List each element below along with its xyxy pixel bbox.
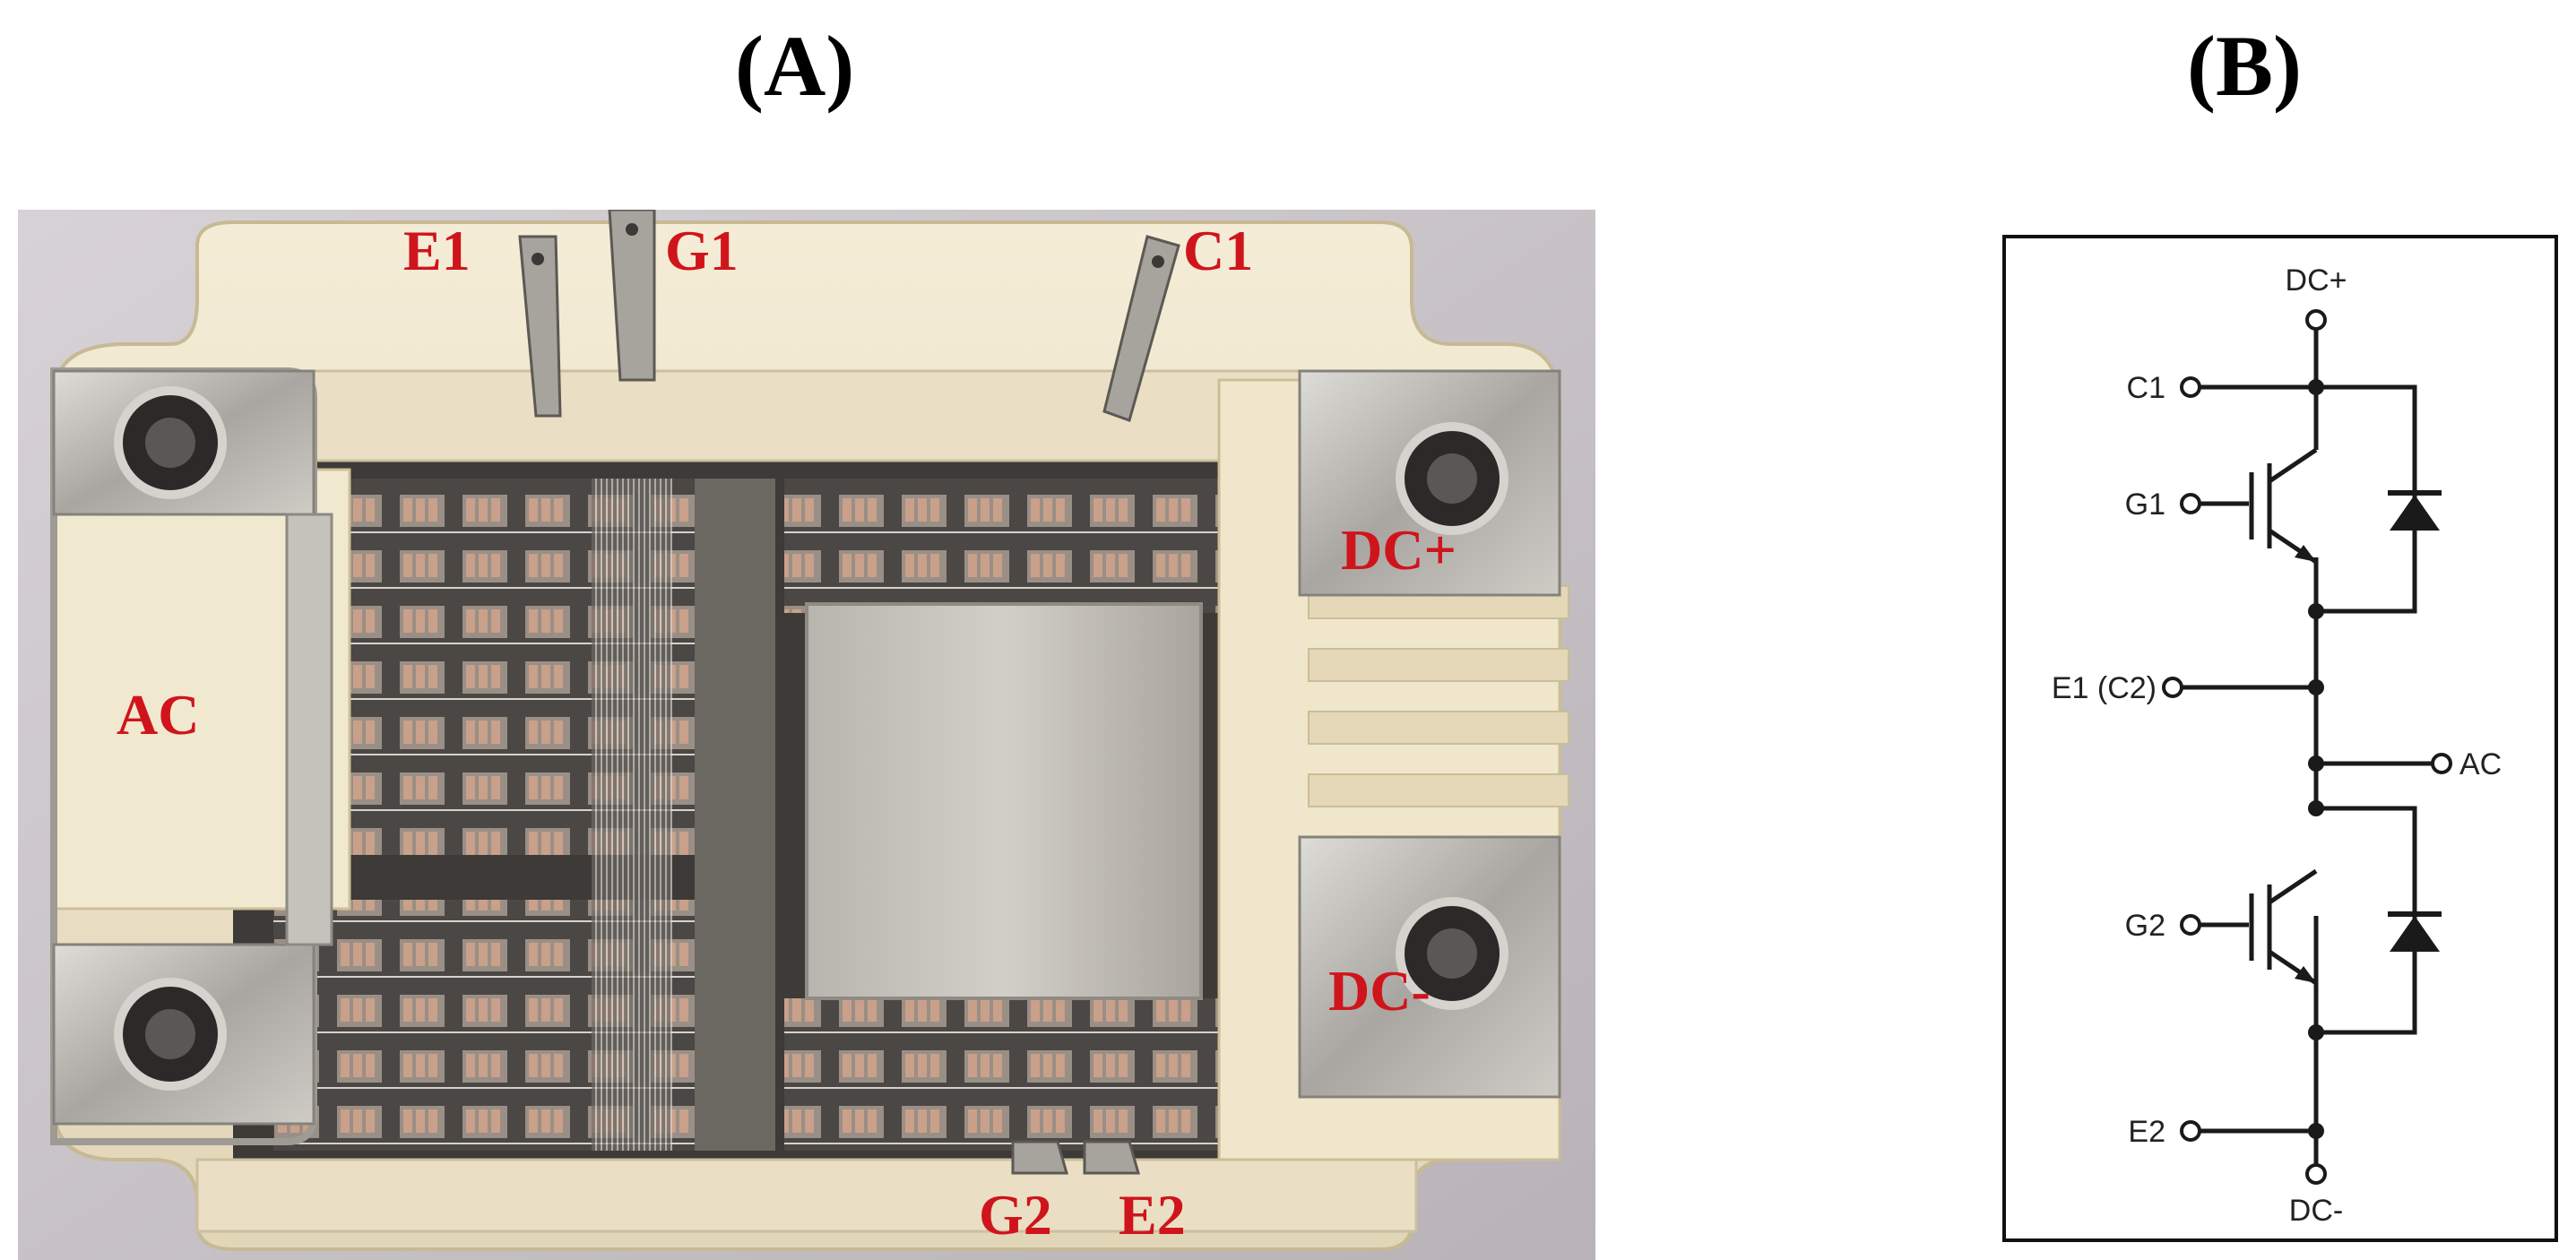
lower-diode-triangle bbox=[2390, 916, 2440, 952]
terminal-ac bbox=[2431, 753, 2452, 774]
junction-e2 bbox=[2308, 1123, 2324, 1139]
label-e1: E1 bbox=[403, 219, 471, 282]
terminal-dc-minus bbox=[2305, 1163, 2327, 1185]
label-dc-plus: DC+ bbox=[1341, 518, 1457, 582]
chip-array-lower-right bbox=[784, 998, 1286, 1151]
igbt1-collector-lead bbox=[2268, 447, 2318, 484]
label-e2: E2 bbox=[1119, 1183, 1186, 1247]
pin-e2 bbox=[1083, 1140, 1140, 1175]
pin-c1 bbox=[1102, 235, 1180, 422]
bond-wires bbox=[592, 479, 672, 1151]
junction-c1 bbox=[2308, 379, 2324, 395]
label-ac: AC bbox=[117, 683, 200, 747]
terminal-e1-c2 bbox=[2162, 677, 2183, 698]
pin-g2 bbox=[1011, 1140, 1068, 1175]
substrate-strip bbox=[695, 479, 775, 1151]
pin-e1 bbox=[518, 235, 562, 418]
terminal-c1 bbox=[2180, 376, 2201, 398]
panel-a-title: (A) bbox=[735, 18, 855, 114]
upper-diode-triangle bbox=[2390, 495, 2440, 531]
label-g2: G2 bbox=[979, 1183, 1052, 1247]
pin-g1-hole bbox=[626, 223, 638, 236]
sch-label-e2: E2 bbox=[2128, 1115, 2165, 1149]
junction-ac bbox=[2308, 755, 2324, 772]
sch-label-g1: G1 bbox=[2125, 488, 2165, 522]
pin-e1-hole bbox=[532, 253, 544, 265]
cooling-fin-4 bbox=[1308, 773, 1569, 807]
sch-label-ac: AC bbox=[2459, 747, 2502, 781]
ac-busbar-strip bbox=[285, 513, 333, 946]
chip-array-upper-right bbox=[784, 479, 1286, 613]
pin-g1 bbox=[608, 210, 656, 382]
terminal-e2 bbox=[2180, 1120, 2201, 1142]
power-module-illustration bbox=[18, 210, 1595, 1260]
schematic-drawing: DC+ C1 G1 E1 (C2) AC G2 E2 DC- bbox=[2002, 235, 2558, 1242]
power-module-photo: E1 G1 C1 AC DC+ DC- G2 E2 bbox=[18, 210, 1595, 1260]
bottom-rim bbox=[195, 1158, 1418, 1233]
pin-c1-hole bbox=[1152, 255, 1164, 268]
central-cover bbox=[805, 602, 1203, 1000]
dc-minus-screw-hole-inner bbox=[1427, 928, 1477, 979]
junction-upper-diode bbox=[2308, 603, 2324, 619]
junction-e1-c2 bbox=[2308, 679, 2324, 695]
sch-label-c1: C1 bbox=[2127, 371, 2165, 405]
sch-label-e1-c2: E1 (C2) bbox=[2052, 671, 2157, 705]
igbt2-collector-lead bbox=[2268, 868, 2318, 905]
junction-lower-emitter bbox=[2308, 1024, 2324, 1040]
sch-label-g2: G2 bbox=[2125, 909, 2165, 943]
schematic-frame bbox=[2002, 235, 2558, 1242]
ac-screw-hole-bottom-inner bbox=[145, 1009, 195, 1059]
igbt1-emitter-arrow bbox=[2295, 545, 2316, 562]
cooling-fin-3 bbox=[1308, 711, 1569, 745]
label-dc-minus: DC- bbox=[1328, 959, 1431, 1023]
ac-screw-hole-top-inner bbox=[145, 418, 195, 468]
label-c1: C1 bbox=[1183, 219, 1254, 282]
dc-plus-screw-hole-inner bbox=[1427, 453, 1477, 504]
panel-b-title: (B) bbox=[2187, 18, 2302, 114]
terminal-g1 bbox=[2180, 493, 2201, 514]
terminal-g2 bbox=[2180, 914, 2201, 936]
top-rim bbox=[195, 369, 1364, 462]
junction-lower-diode bbox=[2308, 800, 2324, 816]
label-g1: G1 bbox=[665, 219, 739, 282]
igbt2-emitter-arrow bbox=[2295, 966, 2316, 983]
half-bridge-schematic: DC+ C1 G1 E1 (C2) AC G2 E2 DC- bbox=[2002, 235, 2558, 1242]
terminal-dc-plus bbox=[2305, 309, 2327, 331]
sch-label-dc-plus: DC+ bbox=[2286, 263, 2347, 298]
cooling-fin-2 bbox=[1308, 648, 1569, 682]
sch-label-dc-minus: DC- bbox=[2289, 1194, 2343, 1228]
